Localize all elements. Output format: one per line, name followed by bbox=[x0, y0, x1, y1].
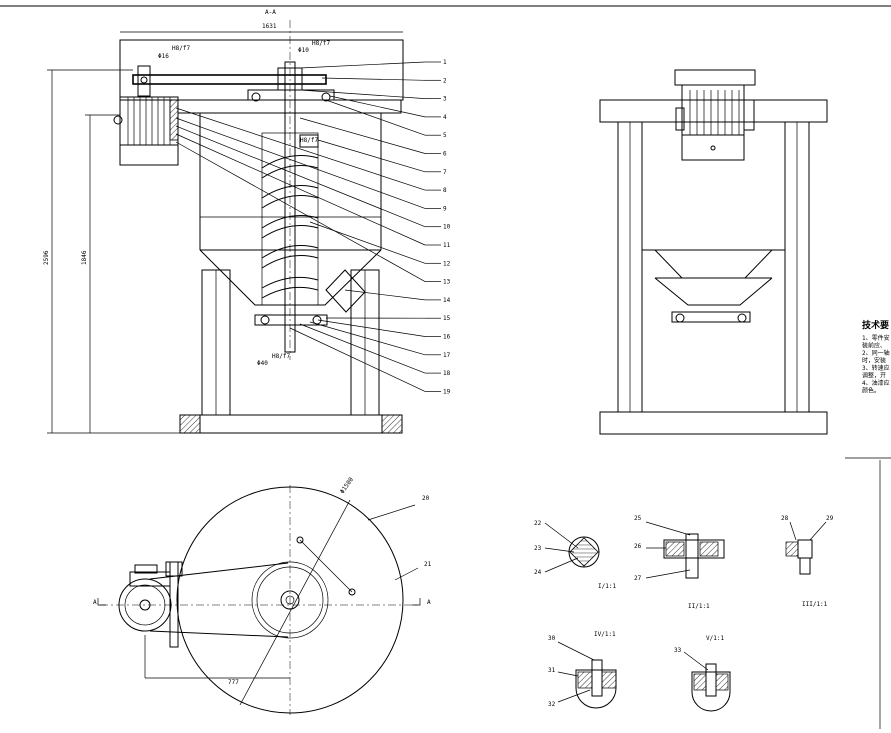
svg-text:23: 23 bbox=[534, 545, 542, 552]
callout-leader-1 bbox=[300, 62, 425, 68]
callout-number-19: 19 bbox=[443, 388, 451, 395]
callout-number-2: 2 bbox=[443, 77, 447, 84]
tech-note-line: 颜色。 bbox=[862, 387, 880, 395]
callout-leader-12 bbox=[310, 222, 425, 263]
side-motor bbox=[675, 70, 755, 160]
motor bbox=[114, 97, 178, 165]
height-dim-outer: 2596 bbox=[43, 250, 50, 265]
callout-leader-17 bbox=[310, 322, 425, 355]
side-view bbox=[600, 70, 827, 434]
tech-note-line: 2、同一轴 bbox=[862, 349, 890, 357]
callout-number-13: 13 bbox=[443, 279, 451, 286]
tech-note-line: 装前应、 bbox=[862, 342, 886, 350]
svg-text:27: 27 bbox=[634, 575, 642, 582]
callout-leader-7 bbox=[318, 140, 425, 172]
detail-II-mark: II/1:1 bbox=[688, 603, 710, 610]
bolt-upper-label: Φ10 bbox=[298, 47, 309, 54]
base-frame bbox=[180, 415, 402, 433]
callout-leader-2 bbox=[322, 78, 425, 80]
svg-text:22: 22 bbox=[534, 520, 542, 527]
callout-leader-16 bbox=[318, 320, 425, 337]
svg-text:32: 32 bbox=[548, 701, 556, 708]
svg-text:H8/f7: H8/f7 bbox=[300, 137, 318, 144]
callout-number-12: 12 bbox=[443, 260, 451, 267]
svg-text:H8/f7: H8/f7 bbox=[272, 353, 290, 360]
detail-I-mark: I/1:1 bbox=[598, 583, 616, 590]
callout-number-16: 16 bbox=[443, 334, 451, 341]
callout-leader-11 bbox=[176, 134, 425, 245]
svg-text:30: 30 bbox=[548, 635, 556, 642]
svg-text:24: 24 bbox=[534, 569, 542, 576]
svg-text:33: 33 bbox=[674, 647, 682, 654]
outlet-chute bbox=[326, 270, 365, 312]
bolt-top-label: Φ16 bbox=[158, 53, 169, 60]
tech-notes-heading: 技术要 bbox=[862, 319, 889, 331]
callout-number-5: 5 bbox=[443, 132, 447, 139]
front-section-view: 1631 A-A 2596 1846 Φ16 H8/f7 Φ10 H8/f7 Φ… bbox=[43, 9, 403, 433]
bolt-lower-label: Φ40 bbox=[257, 360, 268, 367]
plan-dim-offset: 777 bbox=[228, 679, 239, 686]
callout-leader-8 bbox=[176, 108, 425, 190]
tech-note-line: 1、零件安 bbox=[862, 334, 890, 342]
section-mark-left: A bbox=[93, 599, 97, 606]
svg-text:31: 31 bbox=[548, 667, 556, 674]
callout-number-6: 6 bbox=[443, 151, 447, 158]
detail-II: 25 26 27 II/1:1 bbox=[634, 515, 724, 610]
belt bbox=[133, 75, 326, 84]
callout-number-17: 17 bbox=[443, 352, 451, 359]
top-plate bbox=[178, 100, 401, 113]
drive-cover bbox=[120, 40, 403, 100]
detail-I: 22 23 24 I/1:1 bbox=[534, 520, 616, 590]
callout-number-1: 1 bbox=[443, 59, 447, 66]
detail-IV: 30 31 32 IV/1:1 bbox=[548, 631, 616, 708]
tech-note-line: 时，安装 bbox=[862, 357, 886, 365]
callout-leader-6 bbox=[300, 118, 425, 154]
callout-leader-18 bbox=[300, 324, 425, 373]
plan-view: A A Φ1500 777 20 21 bbox=[93, 476, 432, 715]
svg-text:H8/f7: H8/f7 bbox=[172, 45, 190, 52]
callout-number-7: 7 bbox=[443, 169, 447, 176]
detail-III-mark: III/1:1 bbox=[802, 601, 828, 608]
section-mark-top: A-A bbox=[265, 9, 276, 16]
svg-text:H8/f7: H8/f7 bbox=[312, 40, 330, 47]
callout-leader-19 bbox=[290, 328, 425, 391]
detail-V: 33 V/1:1 bbox=[674, 635, 730, 711]
detail-IV-mark: IV/1:1 bbox=[594, 631, 616, 638]
callout-number-8: 8 bbox=[443, 187, 447, 194]
callout-number-9: 9 bbox=[443, 205, 447, 212]
svg-text:25: 25 bbox=[634, 515, 642, 522]
height-dim-inner: 1846 bbox=[81, 250, 88, 265]
callout-number-3: 3 bbox=[443, 96, 447, 103]
detail-III: 28 29 III/1:1 bbox=[781, 515, 834, 608]
callout-leader-3 bbox=[300, 90, 425, 99]
width-dim: 1631 bbox=[262, 23, 277, 30]
tech-note-line: 调整，开 bbox=[862, 372, 886, 380]
callout-number-10: 10 bbox=[443, 224, 451, 231]
callout-number-4: 4 bbox=[443, 114, 447, 121]
callout-number-11: 11 bbox=[443, 242, 451, 249]
plan-callout-21: 21 bbox=[424, 561, 432, 568]
svg-text:28: 28 bbox=[781, 515, 789, 522]
callout-number-18: 18 bbox=[443, 370, 451, 377]
callout-leader-14 bbox=[345, 290, 425, 300]
callout-number-15: 15 bbox=[443, 315, 451, 322]
tech-note-line: 3、转速应 bbox=[862, 364, 890, 372]
side-base bbox=[600, 412, 827, 434]
tech-note-line: 4、油漆应 bbox=[862, 379, 890, 387]
detail-V-mark: V/1:1 bbox=[706, 635, 724, 642]
svg-text:26: 26 bbox=[634, 543, 642, 550]
plan-callout-20: 20 bbox=[422, 495, 430, 502]
section-mark-right: A bbox=[427, 599, 431, 606]
side-top-plate bbox=[600, 100, 827, 122]
callout-number-14: 14 bbox=[443, 297, 451, 304]
svg-text:29: 29 bbox=[826, 515, 834, 522]
plan-dia-label: Φ1500 bbox=[339, 476, 355, 495]
